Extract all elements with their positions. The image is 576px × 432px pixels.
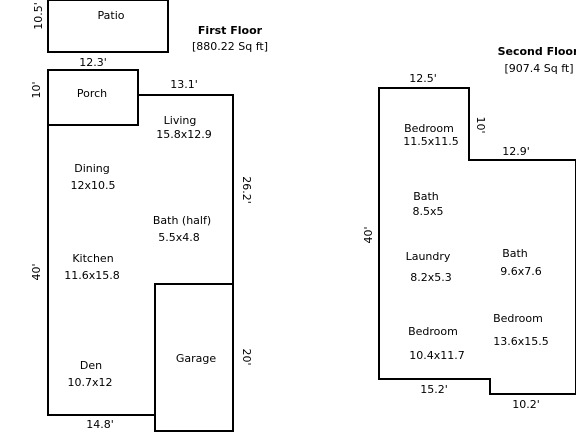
- second-floor-area: [907.4 Sq ft]: [504, 62, 573, 75]
- patio-label: Patio: [98, 9, 125, 22]
- garage-label: Garage: [176, 352, 217, 365]
- bath-half-label: Bath (half): [153, 214, 211, 227]
- patio-outline: [47, 0, 169, 53]
- second-bottom-right-width-dimension: 10.2': [512, 398, 540, 411]
- laundry-size: 8.2x5.3: [410, 271, 452, 284]
- kitchen-label: Kitchen: [72, 252, 113, 265]
- garage-height-dimension: 20': [240, 348, 253, 365]
- living-size: 15.8x12.9: [156, 128, 212, 141]
- kitchen-size: 11.6x15.8: [64, 269, 120, 282]
- bath1-label: Bath: [413, 190, 439, 203]
- bedroom3-label: Bedroom: [493, 312, 543, 325]
- bedroom3-size: 13.6x15.5: [493, 335, 549, 348]
- right-height-dimension: 26.2': [240, 176, 253, 204]
- porch-label: Porch: [77, 87, 107, 100]
- bath-half-size: 5.5x4.8: [158, 231, 200, 244]
- bath1-size: 8.5x5: [412, 205, 443, 218]
- laundry-label: Laundry: [406, 250, 451, 263]
- dining-label: Dining: [74, 162, 110, 175]
- bath2-label: Bath: [502, 247, 528, 260]
- living-label: Living: [164, 114, 197, 127]
- bedroom2-label: Bedroom: [408, 325, 458, 338]
- second-step-height-dimension: 10': [474, 116, 487, 133]
- second-top-width-dimension: 12.5': [409, 72, 437, 85]
- second-step-width-dimension: 12.9': [502, 145, 530, 158]
- first-floor-title: First Floor: [198, 24, 263, 37]
- second-left-height-dimension: 40': [362, 226, 375, 243]
- dining-size: 12x10.5: [71, 179, 116, 192]
- bedroom2-size: 10.4x11.7: [409, 349, 465, 362]
- patio-width-dimension: 12.3': [79, 56, 107, 69]
- left-height-dimension: 40': [30, 263, 43, 280]
- second-floor-outline: [378, 87, 576, 395]
- second-bottom-left-width-dimension: 15.2': [420, 383, 448, 396]
- living-width-dimension: 13.1': [170, 78, 198, 91]
- patio-height-dimension: 10.5': [32, 2, 45, 30]
- bath2-size: 9.6x7.6: [500, 265, 542, 278]
- bottom-width-dimension: 14.8': [86, 418, 114, 431]
- den-label: Den: [80, 359, 102, 372]
- porch-outline: [47, 69, 139, 126]
- garage-outline: [154, 283, 234, 432]
- den-size: 10.7x12: [68, 376, 113, 389]
- bedroom1-label: Bedroom: [404, 122, 454, 135]
- porch-height-dimension: 10': [30, 81, 43, 98]
- first-floor-area: [880.22 Sq ft]: [192, 40, 268, 53]
- bedroom1-size: 11.5x11.5: [403, 135, 459, 148]
- second-floor-title: Second Floor: [498, 45, 576, 58]
